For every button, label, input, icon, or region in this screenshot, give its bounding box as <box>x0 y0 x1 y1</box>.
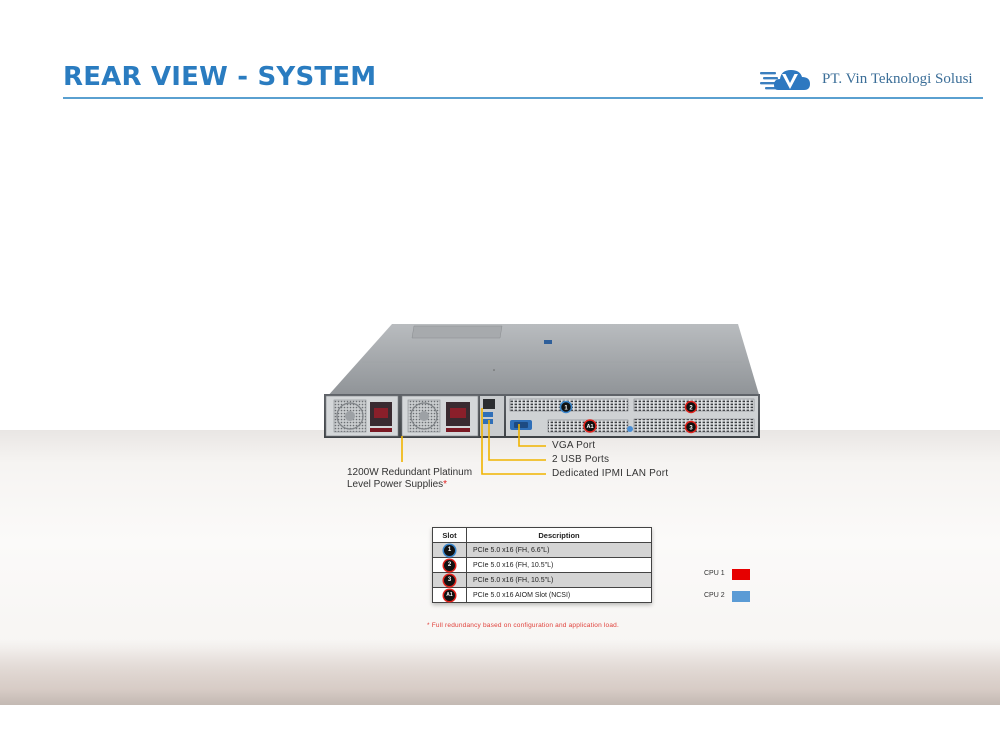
pcie-slot-area <box>506 396 758 436</box>
slot-badge-2: 2 <box>444 559 455 571</box>
power-supply-label-line1: 1200W Redundant Platinum <box>347 467 473 478</box>
chassis-top-cover <box>326 324 760 398</box>
footnote: * Full redundancy based on configuration… <box>427 622 619 629</box>
slot-marker-3: 3 <box>684 420 698 434</box>
table-row: 2 PCIe 5.0 x16 (FH, 10.5"L) <box>432 557 652 573</box>
usb-port-1 <box>483 412 493 417</box>
legend-label: CPU 2 <box>704 592 725 599</box>
io-panel <box>480 396 504 436</box>
ipmi-port-label: Dedicated IPMI LAN Port <box>552 468 669 479</box>
slot-description: PCIe 5.0 x16 (FH, 10.5"L) <box>466 557 652 573</box>
description-column-header: Description <box>466 527 652 543</box>
background-bottom <box>0 705 1000 750</box>
footnote-marker: * <box>443 479 448 490</box>
table-row: 1 PCIe 5.0 x16 (FH, 6.6"L) <box>432 542 652 558</box>
slot-marker-2: 2 <box>684 400 698 414</box>
slot-badge-3: 3 <box>444 574 455 586</box>
svg-text:2: 2 <box>689 405 693 411</box>
usb-ports-label: 2 USB Ports <box>552 454 610 465</box>
slot-description: PCIe 5.0 x16 AIOM Slot (NCSI) <box>466 587 652 603</box>
power-supply-label-line2: Level Power Supplies <box>347 479 444 490</box>
page-title: REAR VIEW - SYSTEM <box>63 62 377 92</box>
slot-marker-a1: A1 <box>583 419 597 433</box>
legend-item-cpu1: CPU 1 <box>700 569 760 581</box>
logo-text: PT. Vin Teknologi Solusi <box>822 71 973 87</box>
power-supply-label: 1200W Redundant Platinum Level Power Sup… <box>347 467 472 491</box>
company-logo: PT. Vin Teknologi Solusi <box>760 62 990 96</box>
table-row: 3 PCIe 5.0 x16 (FH, 10.5"L) <box>432 572 652 588</box>
legend-item-cpu2: CPU 2 <box>700 591 760 603</box>
slot-marker-1: 1 <box>559 400 573 414</box>
power-supply-1 <box>325 395 399 437</box>
slot-description: PCIe 5.0 x16 (FH, 10.5"L) <box>466 572 652 588</box>
svg-text:1: 1 <box>564 405 568 411</box>
legend-swatch <box>732 591 750 602</box>
server-rear-image: 1 2 3 A1 <box>324 324 760 438</box>
slot-badge-a1: A1 <box>444 589 455 601</box>
title-underline <box>63 97 983 99</box>
slot-description: PCIe 5.0 x16 (FH, 6.6"L) <box>466 542 652 558</box>
svg-text:A1: A1 <box>586 424 593 430</box>
slot-badge-1: 1 <box>444 544 455 556</box>
slot-column-header: Slot <box>432 527 467 543</box>
power-supply-2 <box>401 395 479 437</box>
legend-label: CPU 1 <box>704 570 725 577</box>
svg-text:3: 3 <box>689 425 693 431</box>
background-table-edge <box>0 640 1000 710</box>
cpu-legend: CPU 1 CPU 2 <box>700 567 760 607</box>
vga-port-label: VGA Port <box>552 440 596 451</box>
cloud-logo-icon <box>760 70 810 90</box>
usb-port-2 <box>483 419 493 424</box>
ipmi-lan-port <box>483 399 495 409</box>
table-row: A1 PCIe 5.0 x16 AIOM Slot (NCSI) <box>432 587 652 603</box>
legend-swatch <box>732 569 750 580</box>
slot-table: Slot Description 1 PCIe 5.0 x16 (FH, 6.6… <box>432 527 652 603</box>
